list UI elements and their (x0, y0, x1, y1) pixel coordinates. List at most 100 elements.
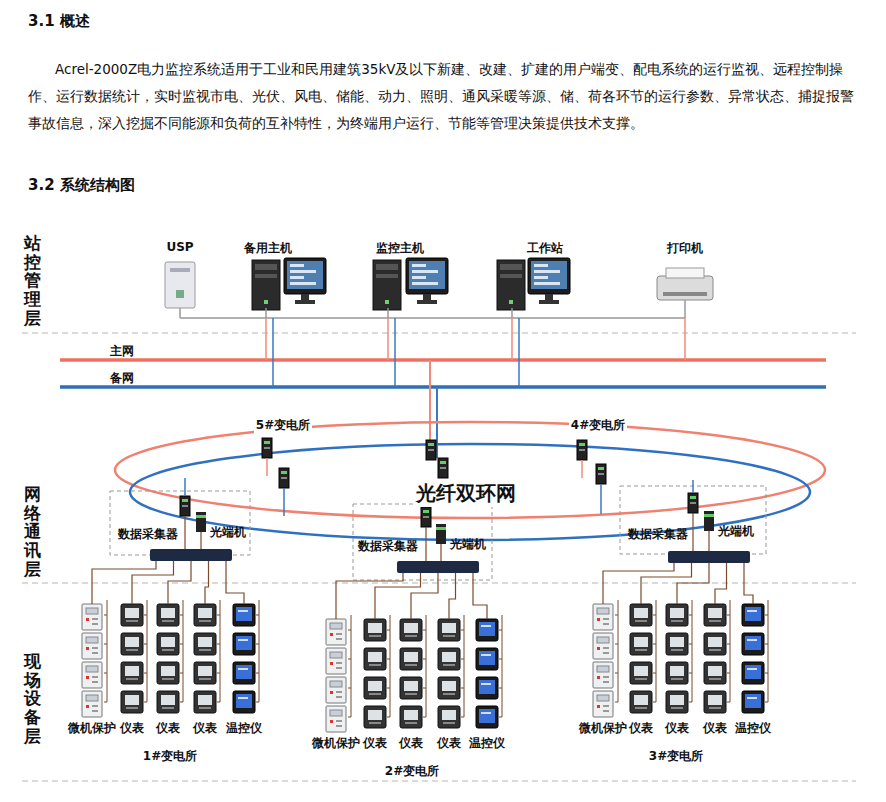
meter (400, 648, 422, 670)
shape (747, 697, 757, 699)
shape (671, 707, 683, 709)
node-label: 数据采集器 (118, 526, 178, 543)
shape (671, 620, 683, 622)
ring-node (426, 440, 436, 460)
shape (634, 666, 648, 676)
shape (534, 270, 560, 273)
shape (405, 693, 417, 695)
shape (597, 666, 609, 672)
protection-relay (82, 691, 102, 717)
temp-controller (476, 648, 498, 670)
device-bus (351, 615, 352, 717)
connector (226, 561, 244, 604)
shape (481, 625, 491, 627)
field-device-column: 仪表 (399, 619, 423, 752)
layer-separator (22, 583, 856, 584)
wire (518, 318, 520, 387)
station-device: USP (166, 240, 193, 254)
shape (126, 649, 138, 651)
node-label: 温控仪 (226, 720, 262, 737)
shape (336, 725, 342, 727)
connector (473, 573, 487, 619)
shape (92, 652, 98, 654)
shape (176, 290, 184, 298)
shape (745, 665, 761, 679)
meter (704, 633, 726, 655)
network-label: 主网 (110, 343, 134, 360)
ring-node (421, 507, 431, 527)
field-device-column: 微机保护 (312, 619, 360, 752)
shape (545, 294, 553, 300)
shape (162, 678, 174, 680)
shape (670, 608, 684, 618)
shape (670, 666, 684, 676)
shape (603, 623, 609, 625)
shape (708, 666, 722, 676)
fiber-ring-main (115, 422, 825, 518)
shape (443, 722, 455, 724)
shape (481, 654, 491, 656)
device-bus (220, 600, 221, 702)
field-device-column: 仪表 (363, 619, 387, 752)
shape (579, 443, 585, 446)
shape (368, 710, 382, 720)
node-label: 光端机 (210, 524, 246, 541)
node-label: USP (166, 240, 193, 254)
meter (157, 662, 179, 684)
station-name: 2#变电所 (383, 763, 441, 780)
shape (330, 691, 333, 694)
layer-separator (22, 781, 856, 782)
shape (709, 649, 721, 651)
shape (663, 292, 707, 296)
pc-tower (497, 260, 525, 310)
shape (255, 264, 277, 270)
shape (597, 695, 609, 701)
paragraph: Acrel-2000Z电力监控系统适用于工业和民用建筑35kV及以下新建、改建、… (28, 56, 860, 137)
meter (400, 677, 422, 699)
connector (708, 531, 709, 551)
shape (125, 608, 139, 618)
shape (264, 441, 270, 444)
shape (182, 499, 188, 502)
connector (336, 573, 403, 619)
shape (126, 707, 138, 709)
shape (376, 274, 398, 278)
connector (132, 561, 174, 604)
temp-controller (742, 662, 764, 684)
node-label: 仪表 (193, 720, 217, 737)
shape (404, 652, 418, 662)
shape (481, 712, 491, 714)
wire (387, 318, 389, 360)
shape (603, 705, 609, 707)
shape (417, 300, 437, 304)
layer-separator (22, 333, 856, 334)
shape (597, 637, 609, 643)
meter (630, 662, 652, 684)
meter (704, 691, 726, 713)
shape (290, 282, 316, 285)
shape (125, 695, 139, 705)
station-device: 工作站 (527, 240, 563, 257)
wire (283, 488, 285, 516)
device-bus (426, 615, 427, 717)
wire (265, 318, 267, 360)
shape (86, 618, 89, 621)
shape (368, 623, 382, 633)
meter (630, 604, 652, 626)
field-device-column: 仪表 (120, 604, 144, 737)
ring-label: 光纤双环网 (414, 480, 518, 507)
section-heading: 3.2 系统结构图 (28, 176, 135, 195)
shape (86, 695, 98, 701)
device-bus (464, 615, 465, 717)
protection-relay (326, 677, 346, 703)
device-bus (618, 600, 619, 702)
meter (666, 691, 688, 713)
connector (200, 532, 201, 549)
wire (184, 478, 186, 496)
node-label: 仪表 (363, 735, 387, 752)
shape (423, 294, 431, 300)
device-bus (259, 600, 260, 702)
meter (704, 662, 726, 684)
shape (745, 694, 761, 708)
layer-label: 站控管理层 (24, 234, 41, 327)
